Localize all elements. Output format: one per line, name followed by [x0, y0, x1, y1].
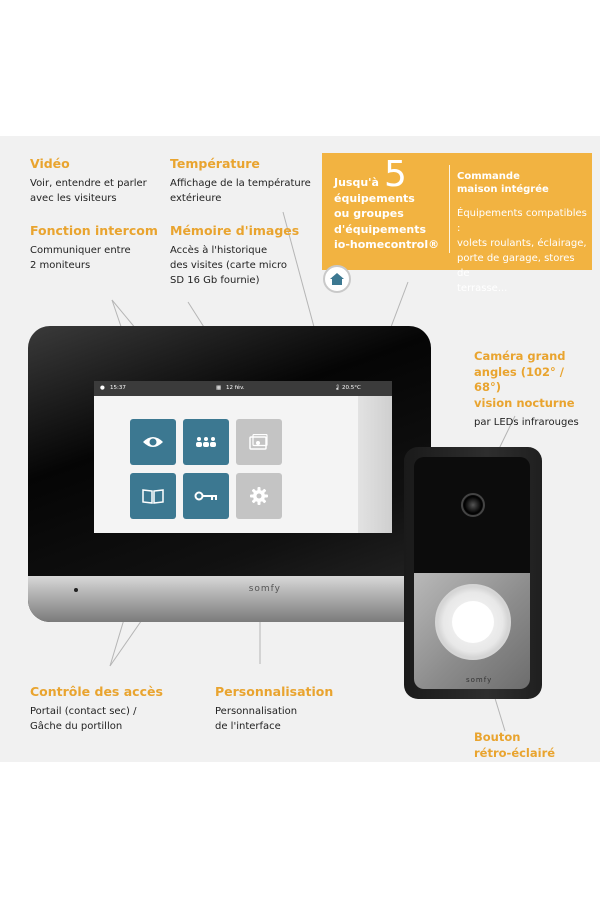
- memory-tile[interactable]: [236, 419, 282, 465]
- feature-button-title-1: Bouton: [474, 730, 521, 744]
- feature-access-desc-1: Portail (contact sec) /: [30, 706, 137, 717]
- feature-memory-title: Mémoire d'images: [170, 223, 300, 238]
- feature-camera-title-2: angles (102° / 68°): [474, 364, 564, 395]
- promo-right-desc-3: porte de garage, stores de: [457, 253, 575, 279]
- monitor-bezel: [28, 576, 431, 622]
- status-date: 12 fév.: [226, 385, 245, 391]
- feature-camera-title-1: Caméra grand: [474, 349, 566, 363]
- promo-line-4: d'équipements: [334, 222, 427, 236]
- outdoor-panel: somfy: [404, 447, 542, 699]
- status-time: 15:37: [110, 385, 126, 391]
- promo-number: 5: [384, 154, 407, 195]
- feature-intercom-title: Fonction intercom: [30, 223, 158, 238]
- promo-line-3: ou groupes: [334, 207, 404, 220]
- access-control-tile[interactable]: [183, 473, 229, 519]
- feature-intercom: Fonction intercom Communiquer entre 2 mo…: [30, 223, 158, 273]
- sd-card-icon: [249, 434, 268, 450]
- feature-temperature-desc-2: extérieure: [170, 193, 222, 204]
- access-history-tile[interactable]: [130, 473, 176, 519]
- feature-intercom-desc-1: Communiquer entre: [30, 245, 131, 256]
- feature-memory-desc-1: Accès à l'historique: [170, 245, 268, 256]
- screen-side-panel: [358, 396, 392, 533]
- key-icon: [194, 491, 217, 501]
- call-button[interactable]: [452, 601, 494, 643]
- product-illustration: Vidéo Voir, entendre et parler avec les …: [0, 136, 600, 762]
- monitor-screen: ● 15:37 ▦ 12 fév. 🌡 20.5°C: [94, 381, 392, 533]
- gear-icon: [250, 487, 268, 505]
- feature-custom: Personnalisation Personnalisation de l'i…: [215, 684, 333, 734]
- feature-access-title: Contrôle des accès: [30, 684, 163, 699]
- book-icon: [142, 489, 164, 504]
- promo-right-desc-4: terrasse...: [457, 283, 508, 294]
- feature-temperature-desc-1: Affichage de la température: [170, 178, 311, 189]
- thermometer-icon: 🌡: [334, 385, 341, 391]
- home-control-button[interactable]: [323, 265, 351, 293]
- feature-custom-desc-1: Personnalisation: [215, 706, 298, 717]
- promo-line-1: Jusqu'à: [334, 176, 379, 189]
- status-bar: ● 15:37 ▦ 12 fév. 🌡 20.5°C: [94, 381, 392, 396]
- feature-camera-desc-1: par LEDs infrarouges: [474, 417, 579, 428]
- promo-right-title-1: Commande: [457, 171, 520, 182]
- panel-logo: somfy: [466, 676, 493, 684]
- feature-video-desc-1: Voir, entendre et parler: [30, 178, 147, 189]
- feature-memory-desc-2: des visites (carte micro: [170, 260, 287, 271]
- feature-temperature: Température Affichage de la température …: [170, 156, 311, 206]
- feature-video-title: Vidéo: [30, 156, 70, 171]
- monitor-led: [74, 588, 78, 592]
- promo-line-5: io-homecontrol®: [334, 238, 440, 251]
- feature-intercom-desc-2: 2 moniteurs: [30, 260, 91, 271]
- feature-button-title-2: rétro-éclairé: [474, 745, 556, 760]
- feature-temperature-title: Température: [170, 156, 260, 171]
- promo-divider: [449, 165, 450, 253]
- status-temp: 20.5°C: [342, 385, 361, 391]
- intercom-tile[interactable]: [183, 419, 229, 465]
- feature-custom-title: Personnalisation: [215, 684, 334, 699]
- promo-right-desc-2: volets roulants, éclairage,: [457, 238, 587, 249]
- video-tile[interactable]: [130, 419, 176, 465]
- camera-lens-icon: [461, 493, 485, 517]
- feature-memory: Mémoire d'images Accès à l'historique de…: [170, 223, 299, 288]
- feature-button: Bouton rétro-éclairé: [474, 730, 555, 761]
- promo-box: Jusqu'à équipements ou groupes d'équipem…: [322, 153, 592, 294]
- indoor-monitor: somfy ● 15:37 ▦ 12 fév. 🌡 20.5°C: [28, 326, 431, 622]
- feature-camera: Caméra grand angles (102° / 68°) vision …: [474, 349, 594, 430]
- clock-icon: ●: [100, 385, 105, 391]
- feature-access: Contrôle des accès Portail (contact sec)…: [30, 684, 163, 734]
- home-icon: [330, 273, 344, 285]
- monitor-logo: somfy: [248, 584, 281, 594]
- promo-right-desc-1: Équipements compatibles :: [457, 208, 587, 234]
- people-icon: [196, 437, 216, 447]
- feature-video: Vidéo Voir, entendre et parler avec les …: [30, 156, 147, 206]
- promo-line-2: équipements: [334, 191, 415, 205]
- feature-video-desc-2: avec les visiteurs: [30, 193, 117, 204]
- feature-memory-desc-3: SD 16 Gb fournie): [170, 275, 260, 286]
- feature-custom-desc-2: de l'interface: [215, 721, 281, 732]
- calendar-icon: ▦: [216, 385, 222, 391]
- eye-icon: [143, 437, 163, 447]
- feature-access-desc-2: Gâche du portillon: [30, 721, 123, 732]
- feature-camera-title-3: vision nocturne: [474, 395, 575, 410]
- promo-right-title-2: maison intégrée: [457, 184, 549, 195]
- settings-tile[interactable]: [236, 473, 282, 519]
